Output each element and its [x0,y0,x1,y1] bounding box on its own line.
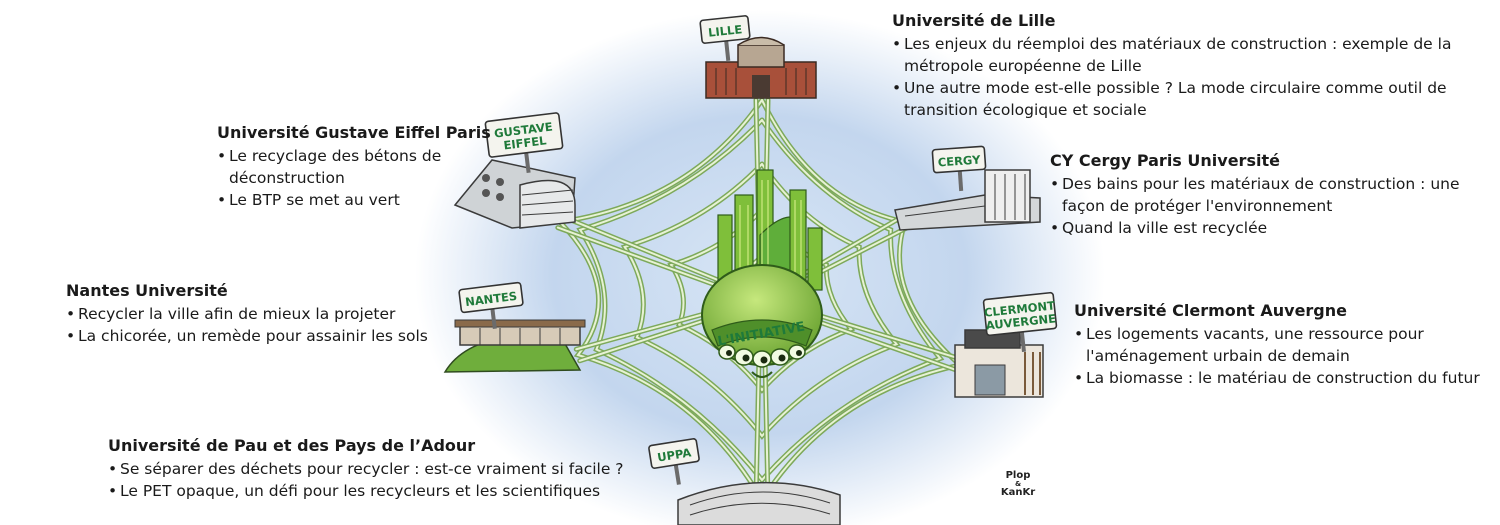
sign-board [484,112,564,158]
list-item: Des bains pour les matériaux de construc… [1050,173,1490,217]
block-lille: Université de Lille Les enjeux du réempl… [892,10,1482,121]
block-cergy: CY Cergy Paris Université Des bains pour… [1050,150,1490,239]
signature-line-3: KanKr [1001,487,1035,498]
sign-post [724,40,731,62]
sign-label: LILLE [707,22,743,40]
sign-board [931,145,987,174]
title-pau: Université de Pau et des Pays de l’Adour [108,436,476,455]
sign-post [957,170,964,192]
list-item: Le BTP se met au vert [217,189,462,211]
lille-building [705,36,817,99]
block-pau: Université de Pau et des Pays de l’Adour… [108,435,668,502]
list-lille: Les enjeux du réemploi des matériaux de … [892,33,1482,121]
sign-board [699,15,751,44]
web-ring-highlight [669,209,853,392]
signature-line-1: Plop [1006,470,1031,481]
list-item: La biomasse : le matériau de constructio… [1074,367,1494,389]
list-item: La chicorée, un remède pour assainir les… [66,325,446,347]
list-pau: Se séparer des déchets pour recycler : e… [108,458,668,502]
sign-label: CERGY [937,152,981,169]
signature-line-2: & [1015,480,1021,488]
clermont-building [954,329,1044,398]
sign-post [490,308,497,330]
sign-cergy: CERGY [931,145,987,192]
artist-signature: Plop & KanKr [1001,470,1035,498]
title-clermont: Université Clermont Auvergne [1074,301,1347,320]
title-lille: Université de Lille [892,11,1056,30]
list-item: Les logements vacants, une ressource pou… [1074,323,1494,367]
block-clermont: Université Clermont Auvergne Les logemen… [1074,300,1494,389]
sign-label: NANTES [464,289,517,309]
title-nantes: Nantes Université [66,281,228,300]
web-ring-highlight [578,119,942,482]
sign-board [982,291,1058,337]
sign-lille: LILLE [699,15,751,62]
sign-board [458,281,524,314]
list-item: Se séparer des déchets pour recycler : e… [108,458,668,480]
list-item: Le recyclage des bétons de déconstructio… [217,145,462,189]
uppa-building [677,481,841,525]
list-cergy: Des bains pour les matériaux de construc… [1050,173,1490,239]
title-cergy: CY Cergy Paris Université [1050,151,1280,170]
title-eiffel: Université Gustave Eiffel Paris [217,123,491,142]
list-eiffel: Le recyclage des bétons de déconstructio… [217,145,462,211]
nantes-building [443,319,586,373]
cergy-building [894,169,1041,231]
sign-nantes: NANTES [458,281,524,330]
list-item: Quand la ville est recyclée [1050,217,1490,239]
sign-post [1019,331,1026,353]
list-item: Recycler la ville afin de mieux la proje… [66,303,446,325]
spider-city [701,169,823,378]
eiffel-building [453,159,576,229]
web-ring-highlight [623,163,899,438]
sign-post [673,464,681,485]
list-item: Le PET opaque, un défi pour les recycleu… [108,480,668,502]
sign-post [524,152,531,173]
list-clermont: Les logements vacants, une ressource pou… [1074,323,1494,389]
block-eiffel: Université Gustave Eiffel Paris Le recyc… [217,122,491,211]
block-nantes: Nantes Université Recycler la ville afin… [66,280,446,347]
list-nantes: Recycler la ville afin de mieux la proje… [66,303,446,347]
list-item: Une autre mode est-elle possible ? La mo… [892,77,1482,121]
sign-label: EIFFEL [503,133,548,152]
list-item: Les enjeux du réemploi des matériaux de … [892,33,1482,77]
